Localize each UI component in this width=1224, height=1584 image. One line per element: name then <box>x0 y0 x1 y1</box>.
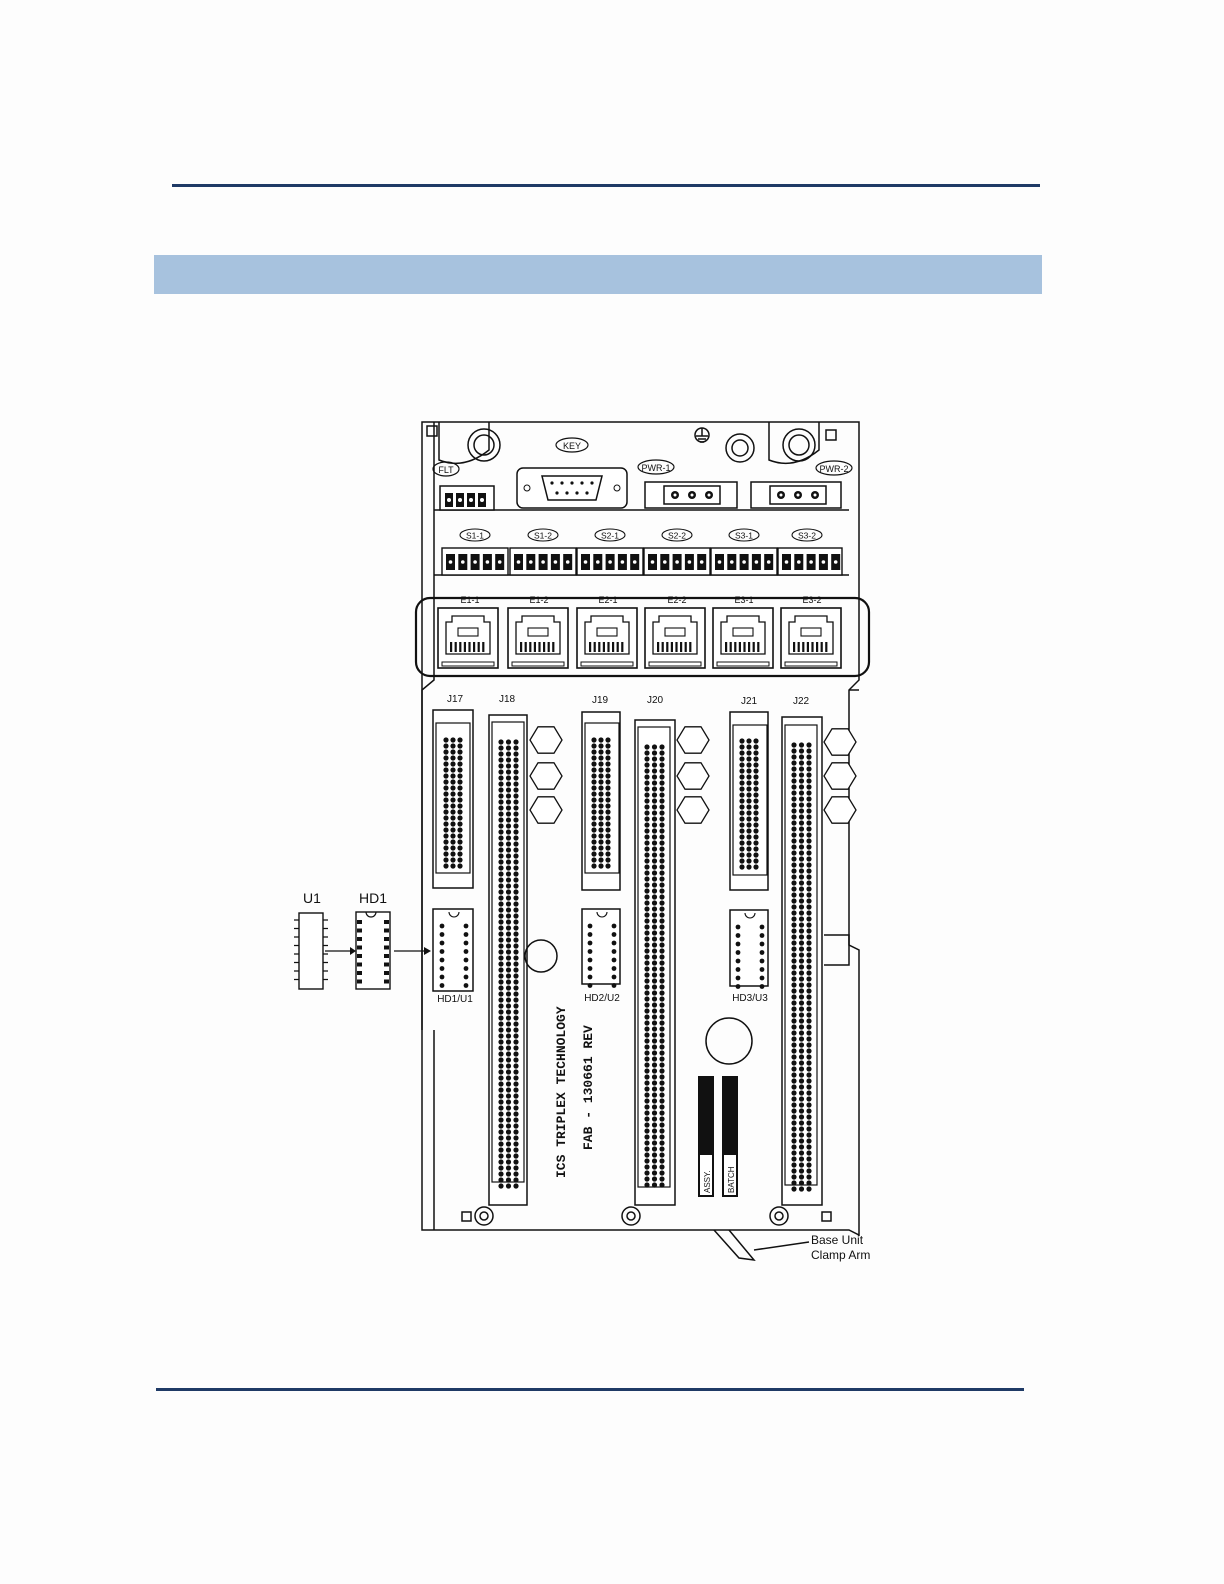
label-j22: J22 <box>793 696 810 707</box>
svg-text:S2-2: S2-2 <box>668 531 686 541</box>
flt-connector: FLT <box>433 462 494 510</box>
chip-callout: U1 HD1 <box>299 890 431 989</box>
svg-text:S3-1: S3-1 <box>735 531 753 541</box>
svg-text:KEY: KEY <box>563 441 581 451</box>
assy-label: ASSY. <box>703 1170 712 1193</box>
connector-labels: J17 J18 J19 J20 J21 J22 <box>447 694 810 707</box>
socket-label-hd3-u3: HD3/U3 <box>732 993 768 1004</box>
label-j19: J19 <box>592 695 609 706</box>
svg-text:E3-2: E3-2 <box>802 595 821 605</box>
socket-label-hd2-u2: HD2/U2 <box>584 993 620 1004</box>
section-heading-band <box>154 255 1042 294</box>
svg-text:E1-1: E1-1 <box>460 595 479 605</box>
svg-text:FAB - 130661 REV: FAB - 130661 REV <box>581 1025 596 1150</box>
svg-text:E1-2: E1-2 <box>529 595 548 605</box>
svg-text:PWR-1: PWR-1 <box>642 463 671 473</box>
label-j17: J17 <box>447 694 464 705</box>
ethernet-port-row: E1-1 E1-2 E2-1 E2-2 E3-1 E3-2 <box>460 595 821 605</box>
label-j18: J18 <box>499 694 516 705</box>
svg-text:Clamp Arm: Clamp Arm <box>811 1248 870 1262</box>
svg-text:FLT: FLT <box>438 465 454 475</box>
header-rule <box>172 184 1040 187</box>
key-db9-connector: KEY <box>517 438 627 508</box>
ethernet-port-e1-2: E1-2 <box>529 595 548 605</box>
u1-chip <box>299 913 323 989</box>
ethernet-port-e3-1: E3-1 <box>734 595 753 605</box>
footer-rule <box>156 1388 1024 1391</box>
label-j20: J20 <box>647 695 664 706</box>
svg-text:Base Unit: Base Unit <box>811 1233 864 1247</box>
ethernet-port-e3-2: E3-2 <box>802 595 821 605</box>
pwr1-connector: PWR-1 <box>638 460 737 508</box>
u1-label: U1 <box>303 890 321 906</box>
clamp-arm-callout: Base Unit Clamp Arm <box>811 1233 870 1262</box>
svg-text:E2-2: E2-2 <box>667 595 686 605</box>
svg-text:S2-1: S2-1 <box>601 531 619 541</box>
svg-text:ICS TRIPLEX TECHNOLOGY: ICS TRIPLEX TECHNOLOGY <box>554 1006 569 1178</box>
socket-labels: HD1/U1 HD2/U2 HD3/U3 <box>437 993 768 1005</box>
ethernet-port-e1-1: E1-1 <box>460 595 479 605</box>
base-unit-diagram: FLT KEY PWR-1 PWR-2 <box>284 390 924 1270</box>
hd1-label: HD1 <box>359 890 387 906</box>
label-j21: J21 <box>741 696 758 707</box>
socket-label-hd1-u1: HD1/U1 <box>437 994 473 1005</box>
pwr2-connector: PWR-2 <box>751 461 852 508</box>
svg-text:S1-2: S1-2 <box>534 531 552 541</box>
svg-text:S3-2: S3-2 <box>798 531 816 541</box>
svg-text:S1-1: S1-1 <box>466 531 484 541</box>
svg-text:E3-1: E3-1 <box>734 595 753 605</box>
ethernet-port-e2-1: E2-1 <box>598 595 617 605</box>
batch-label: BATCH <box>727 1166 736 1193</box>
svg-text:PWR-2: PWR-2 <box>820 464 849 474</box>
ethernet-port-e2-2: E2-2 <box>667 595 686 605</box>
svg-text:E2-1: E2-1 <box>598 595 617 605</box>
